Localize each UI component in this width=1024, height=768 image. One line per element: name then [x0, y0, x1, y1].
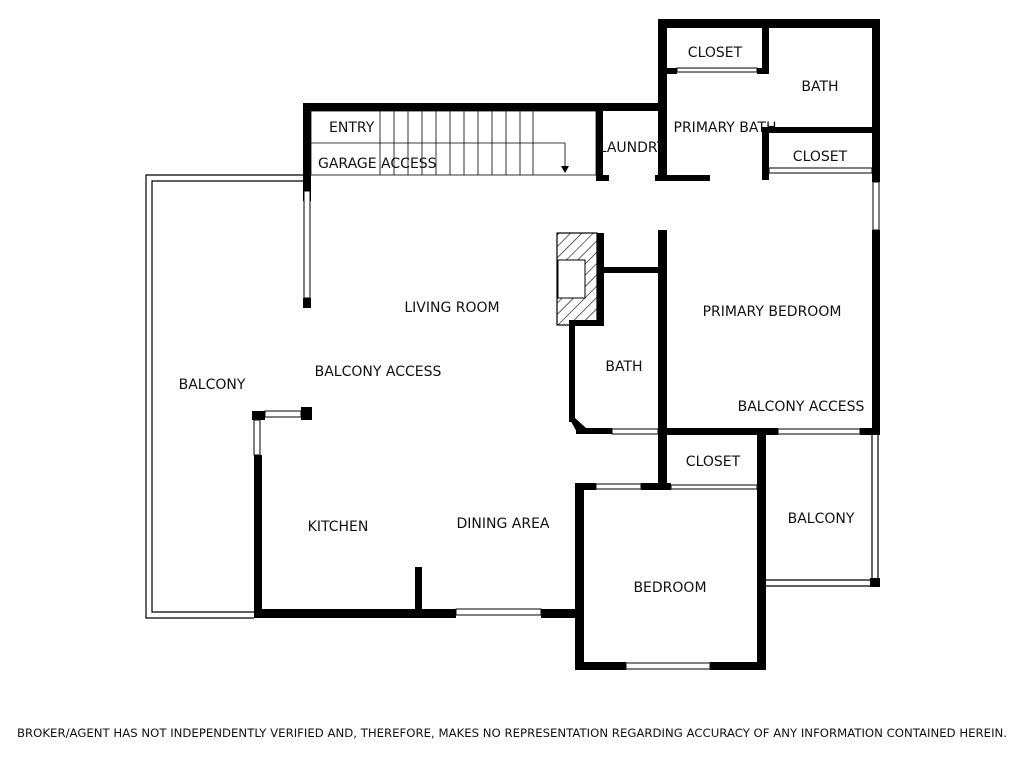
room-label-balcony-west: BALCONY: [179, 377, 246, 393]
stair-direction-arrow-icon: [533, 142, 569, 173]
room-label-balcony-east: BALCONY: [788, 511, 855, 527]
room-label-closet-primary: CLOSET: [793, 149, 848, 165]
room-label-primary-bedroom: PRIMARY BEDROOM: [703, 304, 842, 320]
room-label-laundry: LAUNDRY: [599, 140, 666, 156]
room-label-primary-bath: PRIMARY BATH: [674, 120, 777, 136]
room-label-living-room: LIVING ROOM: [404, 300, 499, 316]
staircase-icon: [310, 110, 597, 176]
room-label-bath-top: BATH: [801, 79, 838, 95]
windows: [253, 67, 880, 670]
room-label-entry: ENTRY: [329, 120, 375, 136]
room-label-kitchen: KITCHEN: [308, 519, 369, 535]
fireplace-icon: [556, 232, 598, 326]
room-label-dining-area: DINING AREA: [456, 516, 549, 532]
room-label-balcony-access-west: BALCONY ACCESS: [315, 364, 442, 380]
room-labels: CLOSET BATH ENTRY GARAGE ACCESS LAUNDRY …: [179, 45, 865, 596]
walls: [252, 19, 880, 670]
balcony-east-outline: [766, 433, 879, 587]
room-label-closet-top: CLOSET: [688, 45, 743, 61]
disclaimer-text: BROKER/AGENT HAS NOT INDEPENDENTLY VERIF…: [17, 726, 1007, 740]
room-label-closet-bedroom: CLOSET: [686, 454, 741, 470]
room-label-balcony-access-east: BALCONY ACCESS: [738, 399, 865, 415]
room-label-bedroom: BEDROOM: [633, 580, 706, 596]
room-label-bath-middle: BATH: [605, 359, 642, 375]
balcony-west-outline: [145, 174, 303, 619]
room-label-garage-access: GARAGE ACCESS: [318, 156, 437, 172]
